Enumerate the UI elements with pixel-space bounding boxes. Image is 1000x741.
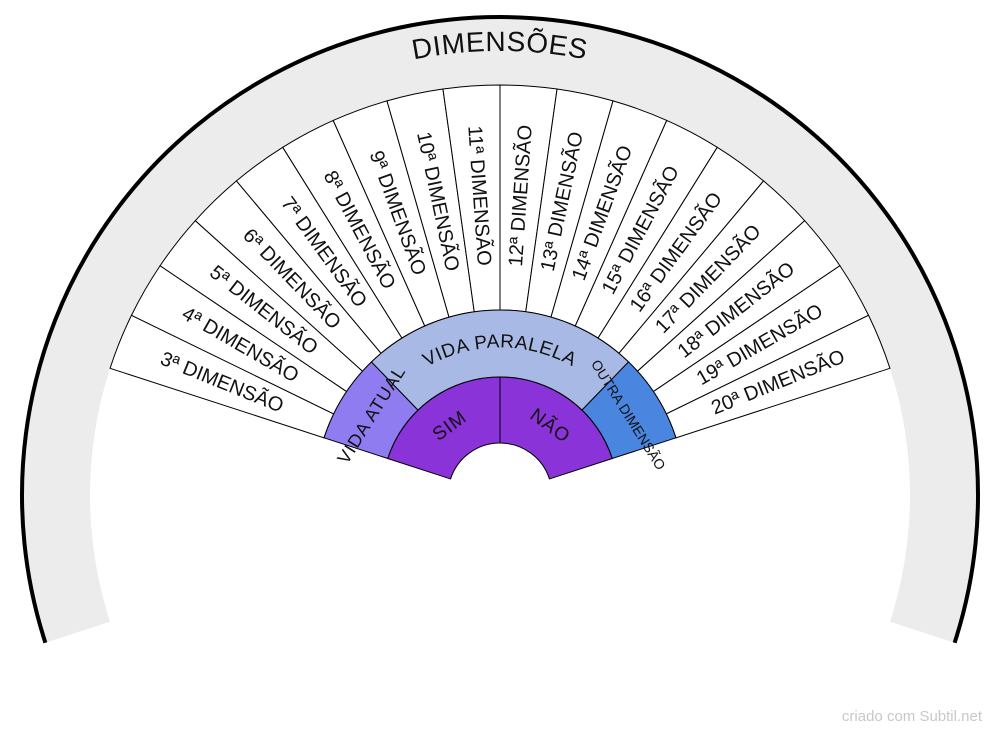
inner-ring	[387, 376, 613, 480]
footer-credit: criado com Subtil.net	[841, 708, 982, 725]
outer-band	[20, 15, 980, 644]
inner-ring-segment[interactable]	[387, 376, 501, 480]
outer-rim	[20, 15, 980, 644]
middle-ring	[323, 309, 677, 460]
inner-ring-segment[interactable]	[499, 376, 613, 480]
